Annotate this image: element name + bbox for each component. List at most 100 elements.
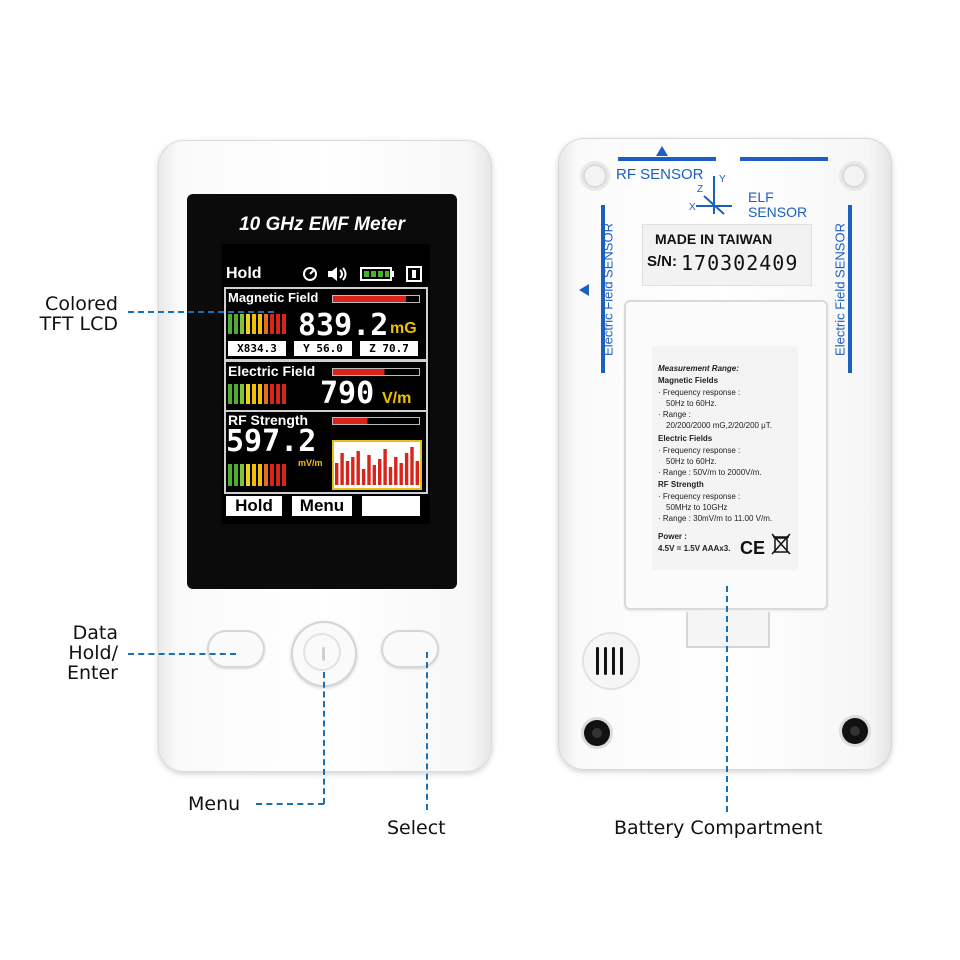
ce-mark: CE <box>740 538 766 558</box>
rf-value: 597.2 <box>226 424 317 459</box>
spec-elec-freq-val: 50Hz to 60Hz. <box>666 457 717 466</box>
callout-select: Select <box>387 817 446 839</box>
level-segment <box>258 314 262 334</box>
level-segment <box>282 314 286 334</box>
callout-hold-line1: Data <box>72 622 118 644</box>
made-in-label: MADE IN TAIWAN <box>655 231 773 247</box>
efield-right-bar <box>848 205 852 373</box>
level-segment <box>282 384 286 404</box>
spectrum-bar <box>372 465 376 485</box>
spectrum-bar <box>383 449 387 485</box>
arrow-up-icon <box>656 146 668 156</box>
screw-left <box>584 720 610 746</box>
callout-lcd: Colored TFT LCD <box>18 294 118 334</box>
callout-menu: Menu <box>188 793 241 815</box>
screw-right <box>842 718 868 744</box>
spec-mag-title: Magnetic Fields <box>658 376 719 385</box>
electric-level-bar <box>332 368 420 376</box>
plug-icon <box>406 266 422 282</box>
level-segment <box>252 314 256 334</box>
level-segment <box>252 464 256 486</box>
rf-panel <box>224 410 428 494</box>
level-segment <box>234 384 238 404</box>
softkey-select <box>362 496 420 516</box>
level-segment <box>228 384 232 404</box>
rf-sensor-bar <box>618 157 716 161</box>
axis-x-label: X <box>689 202 696 213</box>
spectrum-bar <box>378 459 382 485</box>
callout-hold-line3: Enter <box>67 662 118 684</box>
level-segment <box>270 464 274 486</box>
spectrum-bar <box>340 453 344 485</box>
speaker-icon <box>328 267 347 281</box>
level-segment <box>276 314 280 334</box>
spectrum-bar <box>388 467 393 485</box>
callout-lcd-line1: Colored <box>45 293 118 315</box>
rf-unit: mV/m <box>298 458 323 468</box>
serial-label-plate: MADE IN TAIWAN S/N: 170302409 <box>642 224 812 286</box>
spec-sticker: Measurement Range: Magnetic Fields · Fre… <box>652 346 798 570</box>
axis-z-label: Z <box>697 184 704 195</box>
rf-level-bar <box>332 417 420 425</box>
axis-cross-icon <box>696 176 732 215</box>
level-segment <box>234 314 238 334</box>
spec-elec-range: · Range : 50V/m to 2000V/m. <box>658 468 762 477</box>
spec-power-title: Power : <box>658 532 687 541</box>
axis-y-label: Y <box>719 174 726 185</box>
callout-lcd-line2: TFT LCD <box>39 313 118 335</box>
callout-lcd-line <box>128 311 274 313</box>
level-segment <box>276 464 280 486</box>
spec-rf-freq: · Frequency response : <box>658 492 741 501</box>
spectrum-bar <box>404 453 409 485</box>
spectrum-bar <box>394 457 398 485</box>
level-segment <box>228 314 232 334</box>
level-segment <box>276 384 280 404</box>
spec-mag-freq-val: 50Hz to 60Hz. <box>666 399 717 408</box>
spectrum-bar <box>356 451 360 485</box>
spectrum-bar <box>345 461 350 485</box>
spectrum-bar <box>335 463 339 485</box>
rf-sensor-bar-right <box>740 157 828 161</box>
magnetic-x-readout: X834.3 <box>228 341 286 356</box>
level-segment <box>258 384 262 404</box>
corner-nub-left <box>583 164 607 188</box>
status-hold-label: Hold <box>226 265 262 282</box>
softkey-hold: Hold <box>226 496 282 516</box>
tft-lcd: Hold Magnetic Field 839.2 mG X834.3 Y 56… <box>222 244 430 524</box>
level-segment <box>228 464 232 486</box>
battery-latch[interactable] <box>686 612 770 648</box>
select-button[interactable] <box>381 630 439 668</box>
callout-hold-line <box>128 653 236 655</box>
softkey-menu: Menu <box>292 496 352 516</box>
spec-rf-title: RF Strength <box>658 480 704 489</box>
level-segment <box>240 464 244 486</box>
spec-mag-range: · Range : <box>658 410 691 419</box>
spec-rf-freq-val: 50MHz to 10GHz <box>666 503 728 512</box>
electric-unit: V/m <box>382 390 412 407</box>
callout-battery: Battery Compartment <box>614 817 823 839</box>
magnetic-label: Magnetic Field <box>228 290 319 305</box>
magnetic-unit: mG <box>390 320 417 337</box>
magnetic-z-readout: Z 70.7 <box>360 341 418 356</box>
level-segment <box>252 384 256 404</box>
magnetic-level-bar <box>332 295 420 303</box>
level-segment <box>246 314 250 334</box>
spectrum-bar <box>361 469 366 485</box>
spec-rf-range: · Range : 30mV/m to 11.00 V/m. <box>658 514 773 523</box>
spec-power-val: 4.5V = 1.5V AAAx3. <box>658 544 731 553</box>
level-segment <box>240 384 244 404</box>
callout-hold-line2: Hold/ <box>68 642 118 664</box>
serial-prefix: S/N: <box>647 253 677 270</box>
electric-value: 790 <box>320 376 375 411</box>
level-segment <box>264 464 268 486</box>
efield-right-label: Electric Field SENSOR <box>832 223 848 356</box>
screen-title: 10 GHz EMF Meter <box>239 214 405 235</box>
data-hold-enter-button[interactable] <box>207 630 265 668</box>
level-segment <box>270 384 274 404</box>
spectrum-bar <box>367 455 371 485</box>
spectrum-bar <box>415 461 419 485</box>
spec-mag-range-val: 20/200/2000 mG,2/20/200 μT. <box>666 421 773 430</box>
efield-left-bar <box>601 205 605 373</box>
rf-spectrum-graph <box>332 440 422 490</box>
spectrum-bar <box>399 463 403 485</box>
